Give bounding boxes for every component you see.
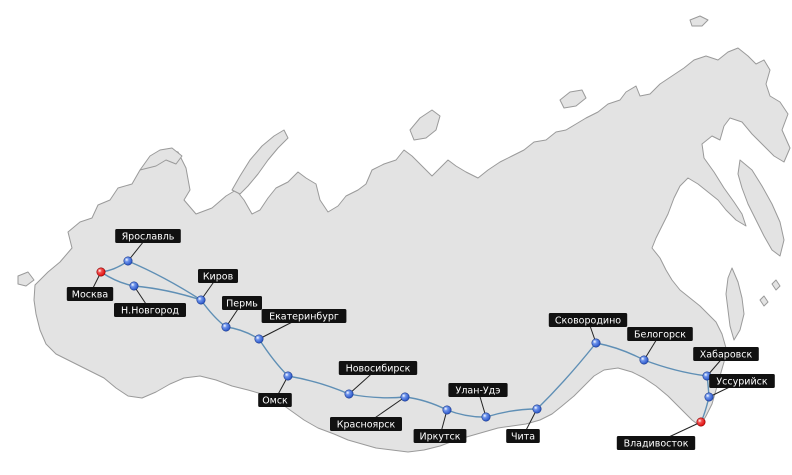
city-label-perm[interactable]: Пермь xyxy=(222,296,262,310)
city-label-novosibirsk[interactable]: Новосибирск xyxy=(338,361,418,375)
city-label-box-nnovgorod xyxy=(114,303,186,317)
city-label-box-ekaterinburg xyxy=(261,309,347,323)
city-label-box-yaroslavl xyxy=(115,229,181,243)
city-label-skovorodino[interactable]: Сковородино xyxy=(548,313,628,327)
city-name-ussuriysk: Уссурийск xyxy=(716,377,767,388)
city-name-chita: Чита xyxy=(511,432,535,443)
city-name-krasnoyarsk: Красноярск xyxy=(337,420,396,431)
city-label-nnovgorod[interactable]: Н.Новгород xyxy=(114,303,186,317)
station-belogorsk[interactable] xyxy=(639,355,649,365)
sakhalin-island xyxy=(725,267,745,341)
station-novosibirsk[interactable] xyxy=(344,389,354,399)
city-label-box-moskva xyxy=(66,287,114,301)
station-ussuriysk[interactable] xyxy=(704,392,714,402)
city-label-ekaterinburg[interactable]: Екатеринбург xyxy=(261,309,347,323)
city-name-ulanude: Улан-Удэ xyxy=(456,386,501,397)
city-label-box-ussuriysk xyxy=(709,374,775,388)
city-label-chita[interactable]: Чита xyxy=(506,429,540,443)
city-name-skovorodino: Сковородино xyxy=(555,316,621,327)
city-name-belogorsk: Белогорск xyxy=(634,330,686,341)
city-name-moskva: Москва xyxy=(72,290,108,301)
city-name-yaroslavl: Ярославль xyxy=(122,232,175,243)
station-krasnoyarsk[interactable] xyxy=(400,392,410,402)
stations xyxy=(96,256,714,427)
russia-landmass xyxy=(33,47,791,453)
station-skovorodino[interactable] xyxy=(591,338,601,348)
city-name-irkutsk: Иркутск xyxy=(420,432,461,443)
city-label-box-skovorodino xyxy=(548,313,628,327)
city-name-ekaterinburg: Екатеринбург xyxy=(269,312,339,323)
city-label-box-khabarovsk xyxy=(693,347,759,361)
city-label-irkutsk[interactable]: Иркутск xyxy=(413,429,467,443)
kuril-islands xyxy=(759,279,781,307)
novaya-zemlya xyxy=(231,129,289,195)
city-name-nnovgorod: Н.Новгород xyxy=(121,306,179,317)
new-siberian-islands xyxy=(559,89,587,109)
severnaya-zemlya xyxy=(409,109,441,141)
station-yaroslavl[interactable] xyxy=(123,256,133,266)
city-label-box-chita xyxy=(506,429,540,443)
station-vladivostok[interactable] xyxy=(696,417,706,427)
city-label-kirov[interactable]: Киров xyxy=(198,269,238,283)
city-label-box-belogorsk xyxy=(627,327,693,341)
wrangel-island xyxy=(689,15,709,27)
city-label-ussuriysk[interactable]: Уссурийск xyxy=(709,374,775,388)
city-label-vladivostok[interactable]: Владивосток xyxy=(616,436,696,450)
city-name-vladivostok: Владивосток xyxy=(624,439,689,450)
station-perm[interactable] xyxy=(221,322,231,332)
city-label-khabarovsk[interactable]: Хабаровск xyxy=(693,347,759,361)
city-label-box-irkutsk xyxy=(413,429,467,443)
station-moskva[interactable] xyxy=(96,267,106,277)
kaliningrad-exclave xyxy=(17,271,35,287)
city-label-box-kirov xyxy=(198,269,238,283)
city-name-kirov: Киров xyxy=(203,272,234,283)
station-nnovgorod[interactable] xyxy=(129,281,139,291)
city-label-ulanude[interactable]: Улан-Удэ xyxy=(448,383,508,397)
station-chita[interactable] xyxy=(532,404,542,414)
city-label-box-vladivostok xyxy=(616,436,696,450)
city-name-novosibirsk: Новосибирск xyxy=(346,364,411,375)
city-label-yaroslavl[interactable]: Ярославль xyxy=(115,229,181,243)
station-ekaterinburg[interactable] xyxy=(254,334,264,344)
city-label-omsk[interactable]: Омск xyxy=(258,393,292,407)
city-label-box-novosibirsk xyxy=(338,361,418,375)
city-label-belogorsk[interactable]: Белогорск xyxy=(627,327,693,341)
city-name-khabarovsk: Хабаровск xyxy=(700,350,753,361)
station-kirov[interactable] xyxy=(196,295,206,305)
kamchatka-peninsula xyxy=(737,159,785,257)
city-name-perm: Пермь xyxy=(226,299,258,310)
station-irkutsk[interactable] xyxy=(442,405,452,415)
station-omsk[interactable] xyxy=(283,371,293,381)
city-label-box-krasnoyarsk xyxy=(330,417,402,431)
station-ulanude[interactable] xyxy=(481,412,491,422)
city-label-box-ulanude xyxy=(448,383,508,397)
city-label-box-perm xyxy=(222,296,262,310)
route-main-line xyxy=(100,260,710,423)
kola-peninsula xyxy=(139,147,183,171)
city-label-box-omsk xyxy=(258,393,292,407)
city-label-krasnoyarsk[interactable]: Красноярск xyxy=(330,417,402,431)
city-name-omsk: Омск xyxy=(262,396,288,407)
city-label-moskva[interactable]: Москва xyxy=(66,287,114,301)
